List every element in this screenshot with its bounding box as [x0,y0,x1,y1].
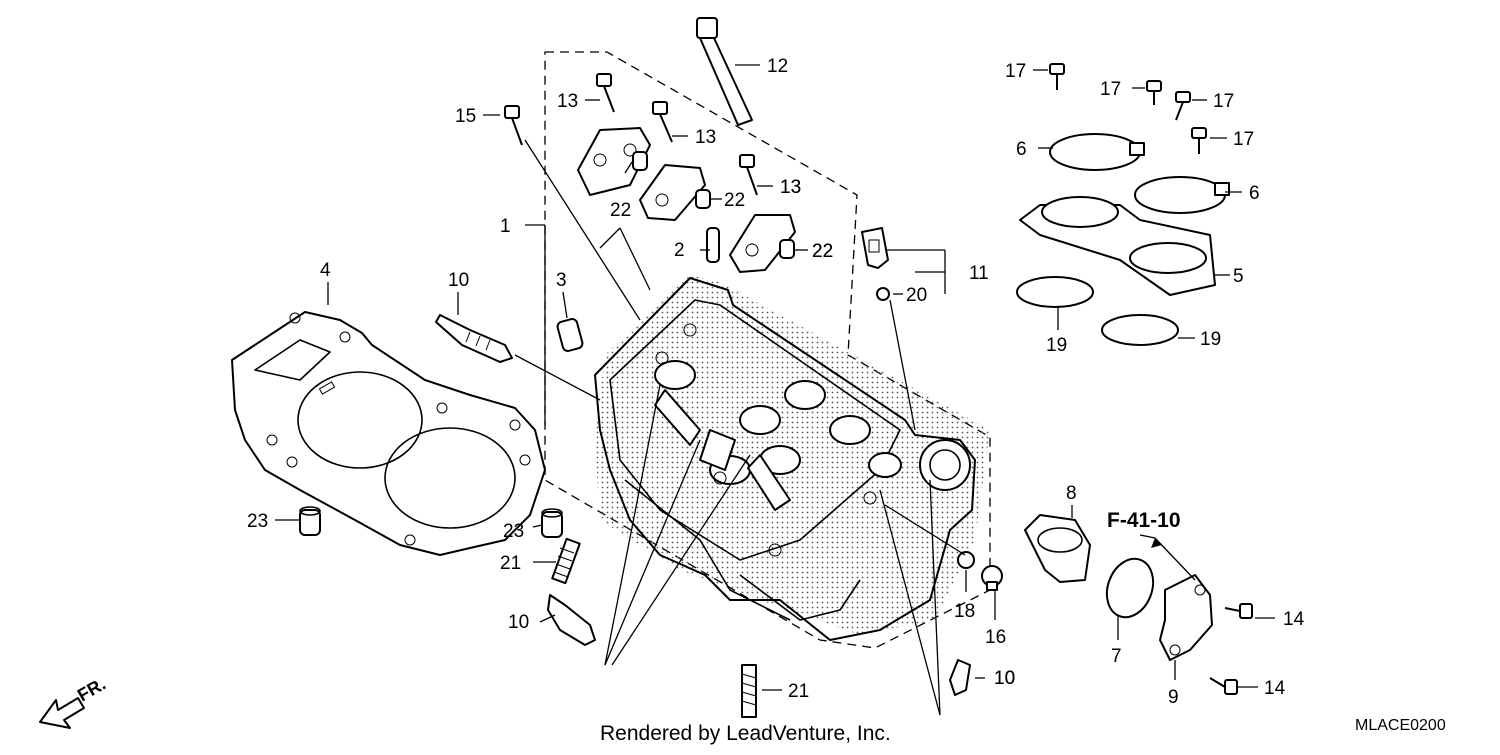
callout-10-hidden: 10 [994,668,1015,689]
callout-10c: 10 [994,668,1015,689]
diagram-code: MLACE0200 [1355,717,1446,734]
stud-bolt-lower [741,664,757,718]
camshaft-holder-2 [639,164,706,221]
callout-8: 8 [1066,483,1077,504]
callout-1: 1 [500,216,511,237]
callout-23b: 23 [503,521,524,542]
callout-10a: 10 [448,270,469,291]
callout-16: 16 [985,627,1006,648]
cylinder-head [594,275,990,641]
dowel-2 [706,227,720,263]
callout-17c: 17 [1213,91,1234,112]
stud-bolt-12 [696,17,753,126]
camshaft-holder-1 [577,127,651,196]
dowel-22b [695,189,711,209]
stud-bolt-upper [551,537,581,585]
flange-bolt-13c [739,154,758,196]
callout-7: 7 [1111,646,1122,667]
callout-13-hidden: 13 [780,177,801,198]
dowel-pin-left [299,506,321,536]
callout-17b: 17 [1100,79,1121,100]
dowel-22a [632,151,648,171]
callout-6b: 6 [1249,183,1260,204]
flange-bolt-13a [596,73,615,113]
callout-21b: 21 [788,681,809,702]
flange-bolt-15 [504,105,523,146]
reference-arrow [1151,538,1162,548]
washer-18 [957,551,975,569]
callout-3: 3 [556,270,567,291]
washer-20 [876,287,890,301]
front-arrow-icon [39,697,85,729]
callout-18: 18 [954,601,975,622]
o-ring-7 [1105,557,1155,619]
flange-bolt-14a [1224,603,1253,619]
thermostat-cover [1159,574,1213,661]
reference-label: F-41-10 [1107,509,1181,532]
callout-22c: 22 [812,241,833,262]
spark-plug-upper [435,314,513,363]
bolt-17c [1175,91,1191,121]
camshaft-holder-3 [729,214,796,273]
temperature-sensor [861,227,889,269]
spark-plug-lower [949,659,971,696]
callout-13a: 13 [557,91,578,112]
callout-20: 20 [906,285,927,306]
callout-6a: 6 [1016,139,1027,160]
callout-17a: 17 [1005,61,1026,82]
callout-13b: 13 [695,127,716,148]
spark-plug-mid [547,594,596,646]
callout-9: 9 [1168,687,1179,708]
thermostat [1024,514,1091,583]
band-clamp-lower [1134,176,1230,214]
dowel-3 [556,318,584,352]
bolt-17d [1191,127,1207,154]
front-direction-indicator: FR. [39,674,109,729]
callout-12: 12 [767,56,788,77]
callout-11: 11 [969,263,989,284]
callout-14b: 14 [1264,678,1286,699]
callout-13c: 13 [780,177,801,198]
callout-22-hidden: 22 [812,241,833,262]
leader-lines [275,64,1275,716]
band-clamp-upper [1049,133,1145,171]
callout-22a: 22 [610,200,631,221]
callout-4: 4 [320,260,331,281]
callout-5: 5 [1233,266,1244,287]
bolt-17a [1049,63,1065,90]
o-ring-19b [1101,314,1179,346]
dowel-pin-right [541,508,563,538]
callout-17d: 17 [1233,129,1254,150]
flange-bolt-13b [652,101,673,143]
callout-19b: 19 [1200,329,1221,350]
insulator-5 [1019,196,1216,296]
callout-2: 2 [674,240,685,261]
cylinder-head-gasket [231,311,546,556]
callout-15: 15 [455,106,476,127]
o-ring-19a [1016,276,1094,308]
callout-22b: 22 [724,190,745,211]
sealing-bolt-16 [981,565,1003,591]
callout-19a: 19 [1046,335,1067,356]
callout-labels: 1 2 3 4 5 6 6 7 8 9 10 10 10 11 12 13 13… [247,56,1305,708]
callout-14a: 14 [1283,609,1305,630]
credit-text: Rendered by LeadVenture, Inc. [600,722,891,745]
flange-bolt-14b [1209,677,1238,695]
callout-10b: 10 [508,612,529,633]
callout-21a: 21 [500,553,521,574]
callout-23a: 23 [247,511,268,532]
bolt-17b [1146,80,1162,105]
dowel-22c [779,239,795,259]
